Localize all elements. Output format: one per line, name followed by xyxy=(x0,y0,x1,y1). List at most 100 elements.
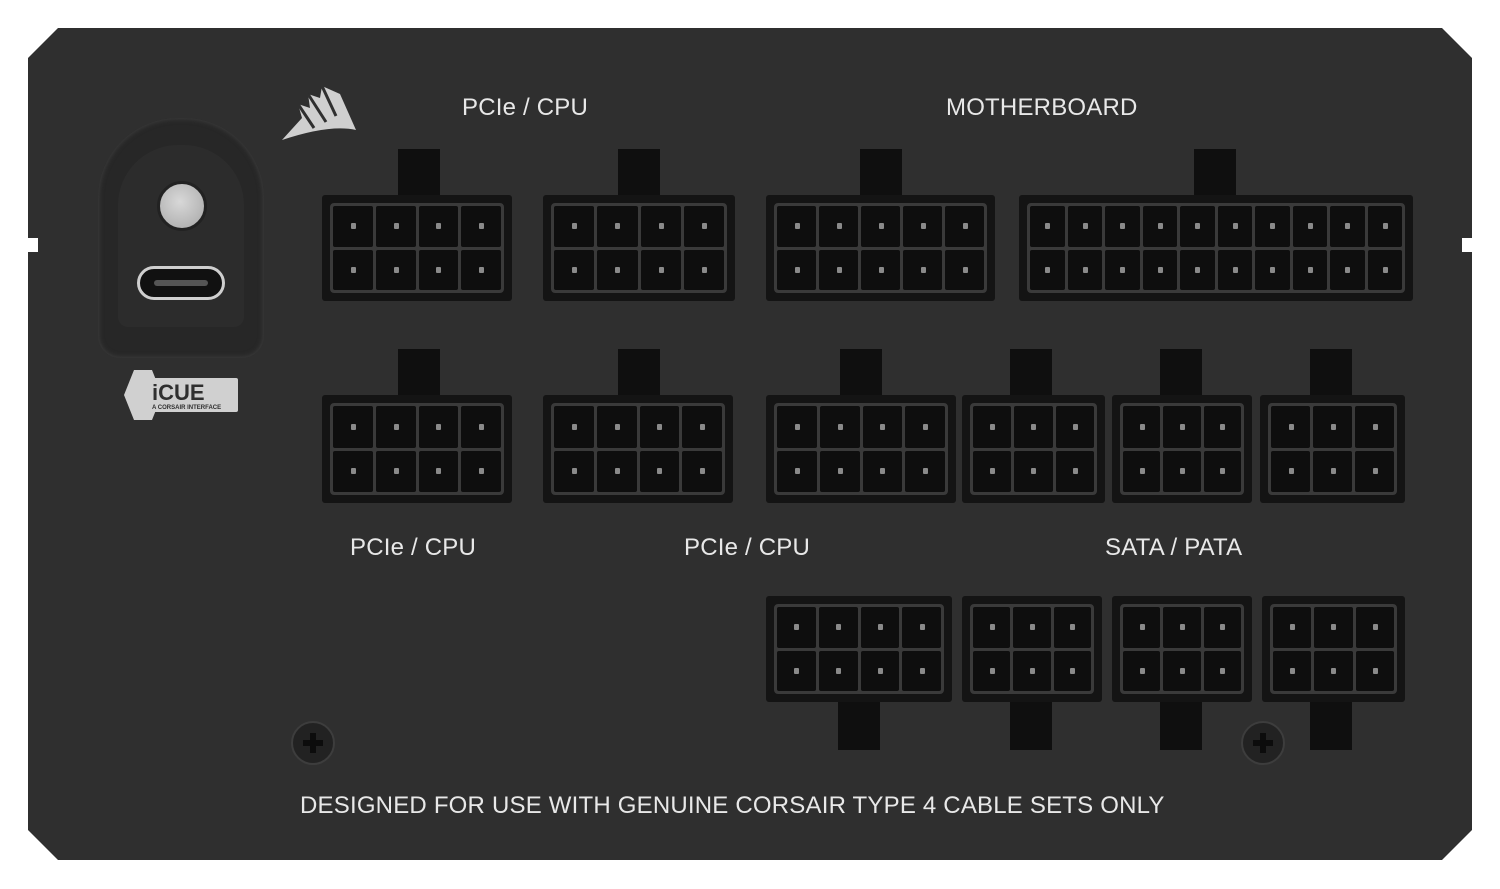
connector-latch xyxy=(1310,349,1352,399)
connector-pin xyxy=(1330,206,1365,247)
connector-housing xyxy=(970,604,1094,694)
connector-pin xyxy=(1053,650,1091,691)
connector-pin xyxy=(1067,249,1102,290)
connector-pin xyxy=(1255,206,1290,247)
connector-pin xyxy=(860,607,900,648)
icue-tagline: A CORSAIR INTERFACE xyxy=(152,405,221,411)
connector-pin xyxy=(1273,607,1312,648)
connector-pin xyxy=(1313,406,1352,448)
connector-housing xyxy=(1270,604,1397,694)
modular-connector-8-pin[interactable] xyxy=(543,395,733,503)
icue-logo-text: iCUE xyxy=(152,380,205,405)
connector-pin xyxy=(1180,206,1215,247)
connector-pin xyxy=(683,206,724,247)
connector-pin xyxy=(640,249,681,290)
connector-housing xyxy=(774,403,948,495)
modular-connector-6-pin[interactable] xyxy=(1112,596,1252,702)
connector-pin xyxy=(333,206,373,247)
connector-pin xyxy=(777,206,816,247)
connector-pin xyxy=(860,650,900,691)
connector-housing xyxy=(330,403,504,495)
modular-connector-10-pin[interactable] xyxy=(766,195,995,301)
connector-pin xyxy=(1123,650,1161,691)
connector-pin xyxy=(375,206,416,247)
connector-pin xyxy=(1013,607,1051,648)
connector-pin xyxy=(1163,450,1201,492)
connector-pin xyxy=(1203,450,1241,492)
connector-latch xyxy=(838,698,880,750)
connector-pin xyxy=(819,450,860,492)
connector-latch xyxy=(618,149,660,199)
connector-pin xyxy=(1163,406,1201,448)
modular-connector-8-pin[interactable] xyxy=(322,395,512,503)
connector-housing xyxy=(551,203,727,293)
connector-pin xyxy=(1013,650,1051,691)
connector-pin xyxy=(945,249,984,290)
connector-pin xyxy=(333,249,373,290)
connector-pin xyxy=(1203,406,1241,448)
connector-pin xyxy=(1123,406,1161,448)
connector-pin xyxy=(639,406,680,448)
icue-plate xyxy=(148,378,238,412)
connector-pin xyxy=(596,450,637,492)
connector-pin xyxy=(1271,406,1310,448)
connector-housing xyxy=(330,203,504,293)
connector-latch xyxy=(1194,149,1236,199)
connector-pin xyxy=(1355,607,1394,648)
connector-latch xyxy=(618,349,660,399)
connector-pin xyxy=(1330,249,1365,290)
connector-pin xyxy=(1292,206,1327,247)
connector-latch xyxy=(1310,698,1352,750)
connector-latch xyxy=(398,149,440,199)
modular-connector-20-pin[interactable] xyxy=(1019,195,1413,301)
connector-pin xyxy=(903,249,942,290)
label-pcie-cpu-left: PCIe / CPU xyxy=(350,534,477,561)
connector-pin xyxy=(1271,450,1310,492)
connector-pin xyxy=(1292,249,1327,290)
modular-connector-6-pin[interactable] xyxy=(1260,395,1405,503)
connector-pin xyxy=(375,249,416,290)
connector-pin xyxy=(554,206,595,247)
screw-icon xyxy=(1241,721,1285,765)
connector-pin xyxy=(973,607,1011,648)
connector-pin xyxy=(418,249,459,290)
connector-pin xyxy=(819,206,858,247)
modular-connector-8-pin[interactable] xyxy=(322,195,512,301)
connector-pin xyxy=(1203,607,1241,648)
connector-pin xyxy=(1355,450,1394,492)
modular-connector-8-pin[interactable] xyxy=(766,596,952,702)
connector-pin xyxy=(905,450,945,492)
connector-pin xyxy=(1067,206,1102,247)
usb-c-port[interactable] xyxy=(137,266,225,300)
connector-pin xyxy=(777,650,816,691)
connector-pin xyxy=(1367,206,1402,247)
connector-pin xyxy=(1217,206,1252,247)
connector-pin xyxy=(1355,650,1394,691)
connector-latch xyxy=(860,149,902,199)
connector-pin xyxy=(682,450,722,492)
connector-pin xyxy=(418,450,459,492)
modular-connector-8-pin[interactable] xyxy=(543,195,735,301)
connector-pin xyxy=(945,206,984,247)
status-led xyxy=(157,181,207,231)
connector-pin xyxy=(461,249,501,290)
connector-latch xyxy=(1160,349,1202,399)
modular-connector-6-pin[interactable] xyxy=(1112,395,1252,503)
connector-pin xyxy=(973,650,1011,691)
connector-pin xyxy=(862,406,903,448)
connector-pin xyxy=(461,406,501,448)
connector-pin xyxy=(777,406,817,448)
connector-pin xyxy=(862,450,903,492)
modular-connector-6-pin[interactable] xyxy=(962,395,1105,503)
connector-pin xyxy=(1367,249,1402,290)
connector-pin xyxy=(905,406,945,448)
connector-pin xyxy=(1030,249,1065,290)
connector-pin xyxy=(1030,206,1065,247)
modular-connector-6-pin[interactable] xyxy=(1262,596,1405,702)
modular-connector-8-pin[interactable] xyxy=(766,395,956,503)
label-pcie-cpu-top: PCIe / CPU xyxy=(462,94,589,121)
screw-icon xyxy=(291,721,335,765)
modular-connector-6-pin[interactable] xyxy=(962,596,1102,702)
connector-pin xyxy=(1142,206,1177,247)
connector-pin xyxy=(903,206,942,247)
